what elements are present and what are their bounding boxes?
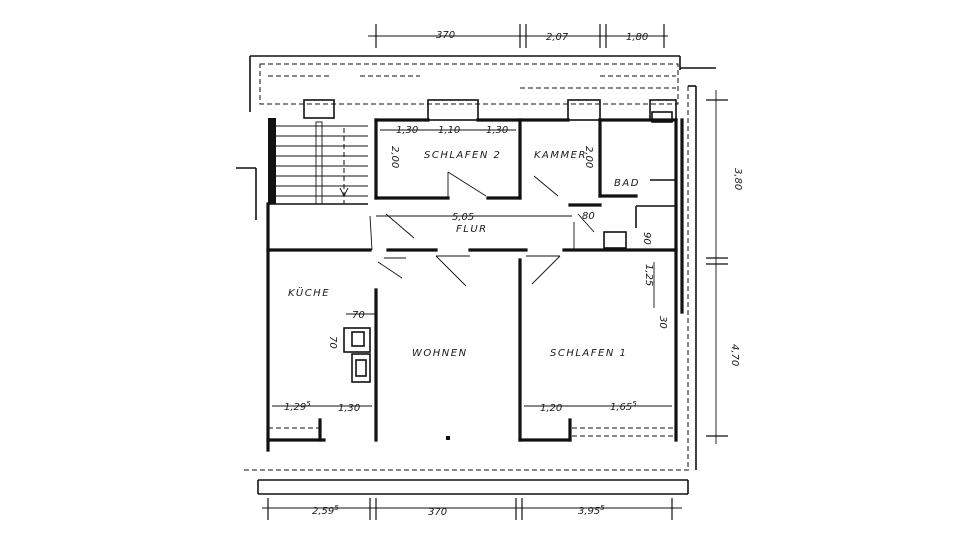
dim-kammer-side: 2,00 — [583, 146, 594, 168]
dim-window-3: 1,30 — [486, 125, 508, 136]
dim-bottom-1: 2,595 — [312, 504, 339, 517]
dim-kueche-70: 70 — [352, 310, 365, 321]
room-label-bad: BAD — [614, 178, 640, 189]
dim-bottom-2: 370 — [428, 507, 447, 518]
room-label-schlafen1: SCHLAFEN 1 — [550, 348, 627, 359]
dim-schlafen1-w1: 1,20 — [540, 403, 562, 414]
dim-bad-door: 80 — [582, 211, 595, 222]
room-label-wohnen: WOHNEN — [412, 348, 468, 359]
dim-top-1: 370 — [436, 30, 455, 41]
dim-top-2: 2,07 — [546, 32, 569, 43]
dim-window-1: 1,30 — [396, 125, 418, 136]
dim-top-3: 1,80 — [626, 32, 648, 43]
room-label-kammer: KAMMER — [534, 150, 587, 161]
room-label-kueche: KÜCHE — [288, 286, 330, 299]
dim-bottom-3: 3,955 — [578, 504, 605, 517]
dim-right-2: 4,70 — [729, 344, 740, 366]
dim-flur-width: 5,05 — [452, 212, 474, 223]
dim-window-2: 1,10 — [438, 125, 460, 136]
room-label-flur: FLUR — [456, 224, 488, 235]
bottom-dimension-line — [262, 498, 682, 520]
staircase — [236, 99, 368, 220]
dim-kueche-w1: 1,295 — [284, 400, 311, 413]
dim-right-wall-2: 30 — [657, 316, 668, 329]
room-label-schlafen2: SCHLAFEN 2 — [424, 150, 501, 161]
top-dimension-line — [368, 24, 668, 48]
walls — [266, 99, 684, 452]
dim-right-1: 3,80 — [732, 168, 743, 190]
dim-right-wall-1: 1,25 — [643, 264, 654, 286]
dim-kueche-side: 70 — [327, 336, 338, 349]
right-dimension-line — [706, 90, 728, 444]
dim-schlafen1-w2: 1,655 — [610, 400, 637, 413]
fixtures — [268, 327, 676, 440]
dim-schlafen2-height: 2,00 — [389, 146, 400, 168]
dim-kueche-w2: 1,30 — [338, 403, 360, 414]
doors — [369, 171, 595, 287]
dim-bad-side: 90 — [641, 232, 652, 245]
outer-frame — [244, 55, 716, 495]
